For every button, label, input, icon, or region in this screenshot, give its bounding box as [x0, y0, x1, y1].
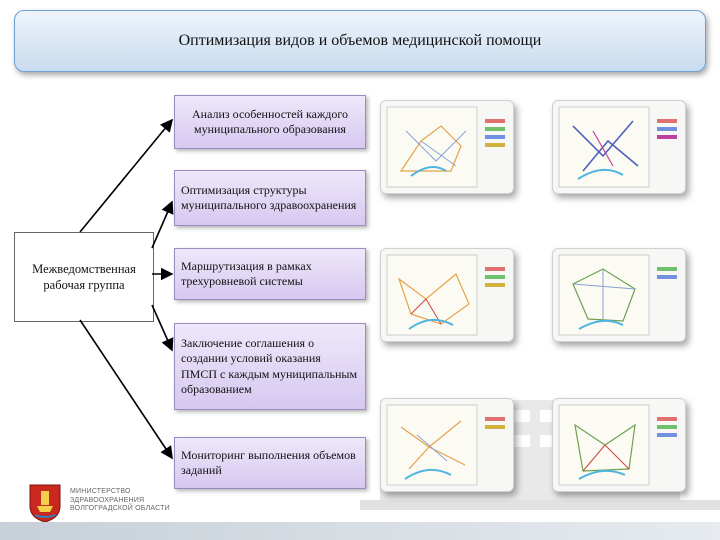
task-structure-label: Оптимизация структуры муниципального здр… — [181, 182, 357, 213]
ministry-line-3: ВОЛГОГРАДСКОЙ ОБЛАСТИ — [70, 505, 170, 512]
volgograd-coat-of-arms-icon — [29, 484, 61, 523]
ministry-line-2: ЗДРАВООХРАНЕНИЯ — [70, 496, 145, 504]
task-monitoring: Мониторинг выполнения объемов заданий — [174, 437, 366, 489]
ministry-line-1: МИНИСТЕРСТВО — [70, 488, 131, 495]
working-group-box: Межведомственная рабочая группа — [14, 232, 154, 322]
task-agreement: Заключение соглашения о создании условий… — [174, 323, 366, 410]
task-analysis: Анализ особенностей каждого муниципально… — [174, 95, 366, 149]
route-map-thumbnail — [380, 248, 514, 342]
task-routing: Маршрутизация в рамках трехуровневой сис… — [174, 248, 366, 300]
route-map-thumbnail — [552, 398, 686, 492]
route-map-thumbnail — [552, 100, 686, 194]
arrow-to-analysis — [79, 118, 174, 233]
task-agreement-label: Заключение соглашения о создании условий… — [181, 335, 358, 397]
task-structure-optimization: Оптимизация структуры муниципального здр… — [174, 170, 366, 226]
route-map-thumbnail — [380, 398, 514, 492]
title-banner: Оптимизация видов и объемов медицинской … — [14, 10, 706, 72]
arrow-to-structure — [151, 200, 174, 249]
task-monitoring-label: Мониторинг выполнения объемов заданий — [181, 447, 356, 478]
page-title: Оптимизация видов и объемов медицинской … — [178, 32, 542, 49]
arrow-to-agreement — [151, 304, 174, 352]
route-map-thumbnail — [380, 100, 514, 194]
route-map-thumbnail — [552, 248, 686, 342]
arrow-to-monitoring — [79, 319, 173, 460]
ministry-caption: МИНИСТЕРСТВО ЗДРАВООХРАНЕНИЯ ВОЛГОГРАДСК… — [70, 488, 170, 514]
task-routing-label: Маршрутизация в рамках трехуровневой сис… — [181, 258, 312, 289]
task-analysis-label: Анализ особенностей каждого муниципально… — [191, 106, 349, 137]
bottom-bar — [0, 522, 720, 540]
working-group-label: Межведомственная рабочая группа — [32, 262, 136, 292]
